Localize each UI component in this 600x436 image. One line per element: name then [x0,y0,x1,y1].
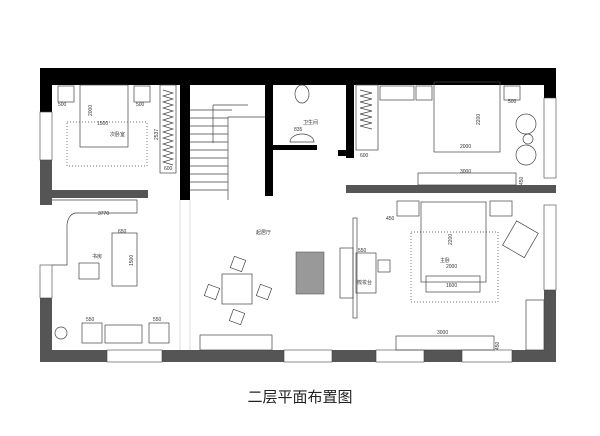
room-label: 卫生间 [303,119,318,126]
dim-label: 1500 [97,121,108,127]
dim-label: 835 [294,127,303,133]
dim-label: 450 [495,341,501,350]
master-bedroom-2: 450 2200 2000 1600 550 3000 450 主卧 梳妆台 [339,200,545,351]
dim-label: 3000 [437,330,448,336]
dim-label: 550 [86,317,95,323]
master-bedroom: 2000 2200 500 600 3000 450 [355,81,537,186]
dim-label: 3000 [460,169,471,175]
dim-label: 1600 [446,283,457,289]
dim-label: 2000 [446,264,457,270]
dim-label: 450 [519,176,525,185]
dim-label: 2200 [448,234,454,245]
dim-label: 2000 [88,105,94,116]
walls [39,68,557,363]
dim-label: 600 [360,153,369,159]
room-label: 书房 [92,253,102,260]
room-label: 次卧室 [110,131,125,138]
dim-label: 2537 [154,129,160,140]
dim-label: 3770 [98,211,109,217]
dim-label: 650 [118,229,127,235]
room-label: 起居厅 [256,230,271,236]
small-bedroom: 1500 2000 500 500 2537 600 次卧室 [57,84,177,174]
bathroom: 835 卫生间 [289,84,318,143]
dim-label: 2000 [460,144,471,150]
staircase [190,104,265,200]
dim-label: 2200 [476,114,482,125]
dim-label: 500 [58,102,67,108]
study: 3770 650 1500 550 550 书房 [52,199,170,344]
room-label: 主卧 [440,257,450,264]
dim-label: 1500 [129,255,135,266]
dim-label: 500 [136,102,145,108]
dim-label: 550 [358,248,367,254]
dim-label: 550 [153,317,162,323]
dim-label: 600 [164,166,173,172]
dim-label: 450 [386,216,395,222]
room-label: 梳妆台 [357,279,372,286]
hall: 起居厅 [179,200,325,351]
plan-title: 二层平面布置图 [247,388,352,406]
dim-label: 500 [508,99,517,105]
